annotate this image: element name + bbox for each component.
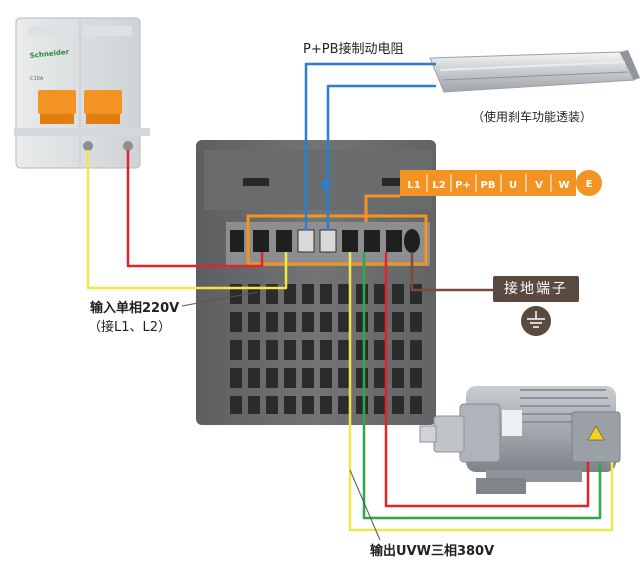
input-terminal-note: （接L1、L2） — [88, 320, 172, 335]
output-voltage-label: 输出UVW三相380V — [370, 544, 495, 559]
circuit-breaker: Schneider C10A — [14, 17, 150, 169]
wire-l1-yellow — [86, 150, 288, 290]
terminal-l1: L1 — [407, 180, 420, 191]
wire-brake-p — [304, 62, 436, 230]
ground-terminal-label: 接地端子 — [493, 276, 579, 302]
brake-function-note: （使用刹车功能透装） — [472, 110, 593, 124]
wires — [86, 62, 614, 541]
terminal-v: V — [535, 180, 543, 191]
brake-resistor-label: P+PB接制动电阻 — [303, 42, 404, 57]
terminal-e: E — [586, 179, 593, 190]
warning-triangle-icon — [587, 425, 605, 441]
terminal-u: U — [509, 180, 517, 191]
terminal-p-plus: P+ — [455, 180, 471, 191]
wire-w-red — [384, 252, 590, 508]
terminal-l2: L2 — [432, 180, 445, 191]
inverter — [196, 140, 436, 425]
wire-l2-red — [126, 150, 264, 268]
wire-ground-brown — [410, 252, 493, 292]
breaker-switch-left[interactable] — [38, 90, 76, 114]
terminal-label-strip: L1 L2 P+ PB U V W E — [364, 170, 602, 222]
input-voltage-label: 输入单相220V — [90, 301, 180, 316]
wire-v-green — [362, 252, 602, 520]
ground-symbol-icon — [521, 306, 551, 336]
wire-brake-pb — [326, 84, 436, 230]
breaker-model-text: C10A — [30, 76, 44, 82]
breaker-switch-right[interactable] — [84, 90, 122, 114]
wire-u-yellow — [348, 252, 614, 532]
brake-resistor — [429, 50, 640, 93]
terminal-w: W — [558, 180, 569, 191]
motor — [419, 386, 621, 494]
terminal-pb: PB — [481, 180, 496, 191]
